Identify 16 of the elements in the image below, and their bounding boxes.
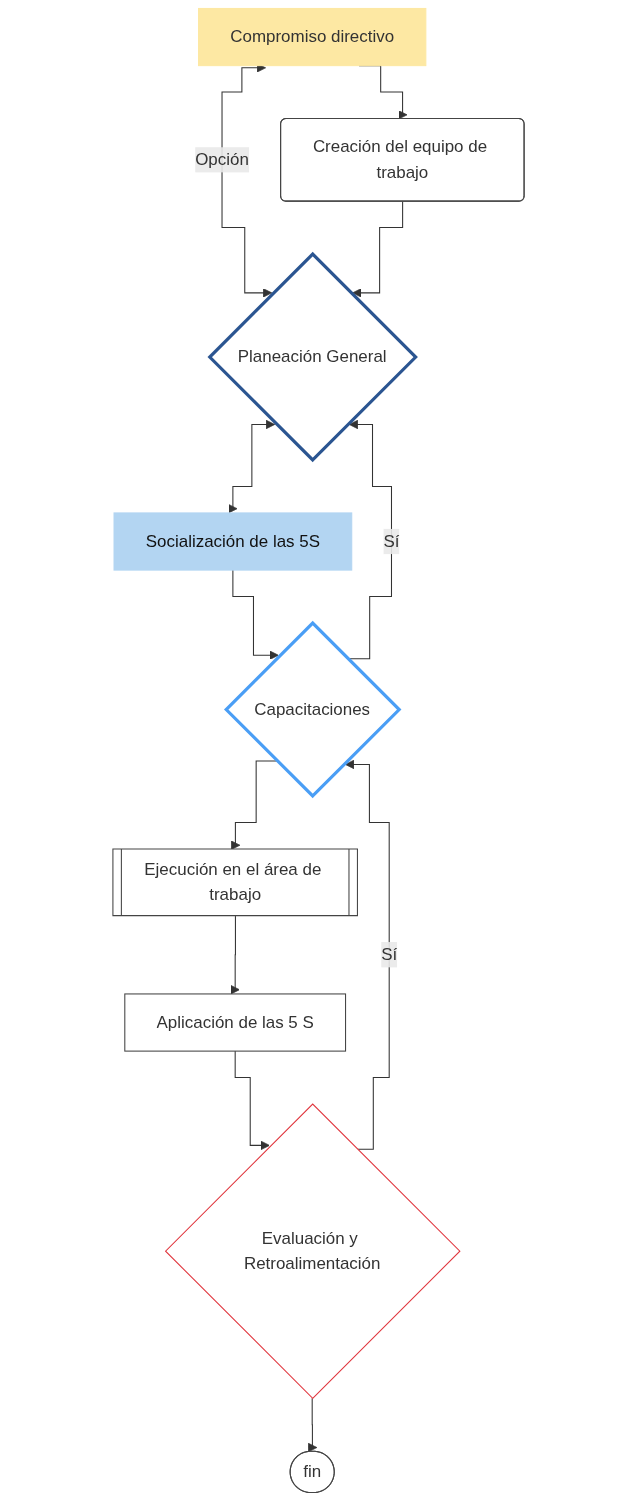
node-box: Aplicación de las 5 S bbox=[124, 993, 347, 1052]
node-box: Socialización de las 5S bbox=[113, 512, 353, 571]
node-diamond: Evaluación y Retroalimentación bbox=[164, 1103, 461, 1400]
arrow bbox=[308, 1397, 318, 1453]
edge-label: Opción bbox=[195, 150, 249, 169]
node-diamond: Capacitaciones bbox=[224, 620, 402, 799]
arrow bbox=[228, 419, 276, 514]
edge-label: Sí bbox=[383, 531, 400, 550]
arrow bbox=[232, 569, 279, 660]
arrow bbox=[352, 201, 404, 298]
arrow bbox=[345, 759, 390, 1150]
node-box: Compromiso directivo bbox=[198, 7, 427, 67]
edge-label: Sí bbox=[381, 945, 398, 964]
arrow bbox=[234, 1050, 270, 1151]
node-diamond: Planeación General bbox=[207, 251, 418, 463]
arrow bbox=[230, 915, 240, 995]
